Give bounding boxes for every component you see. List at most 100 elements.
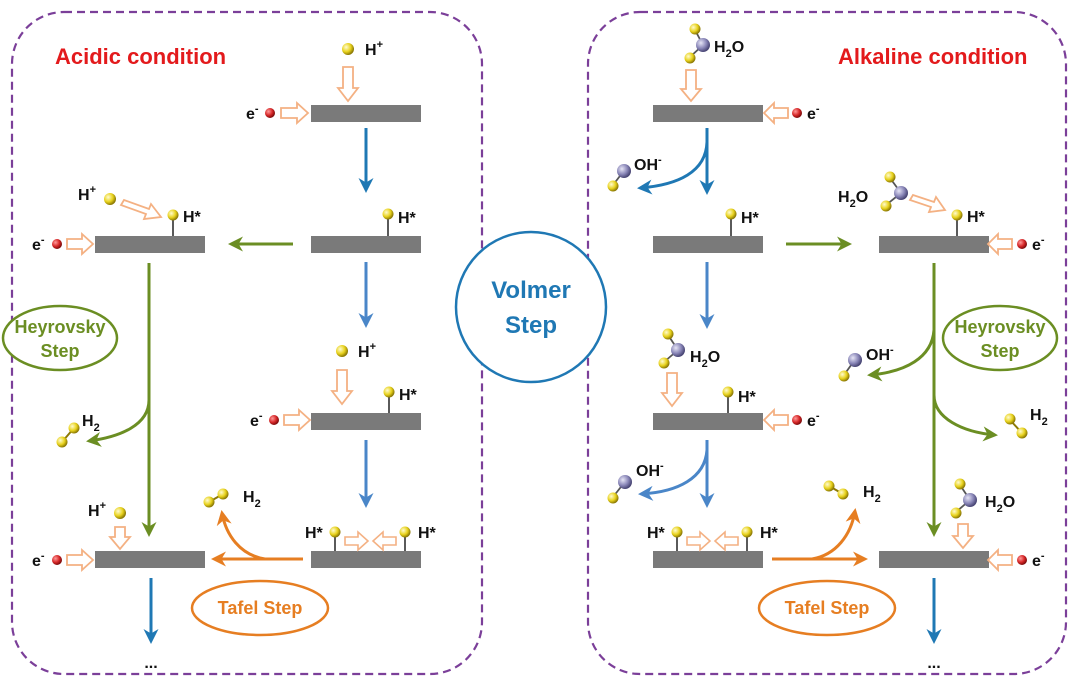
adsorbed-hydrogen [399,526,411,538]
svg-text:Step: Step [40,341,79,361]
acidic-title: Acidic condition [55,44,226,69]
hydroxide-ion: OH- [607,154,662,192]
h2-release-arrow [216,510,266,561]
hstar-label: H* [399,387,418,404]
svg-text:Volmer: Volmer [491,277,571,304]
hollow-arrow-right [66,231,95,257]
hstar-label: H* [647,525,666,542]
volmer-step-badge: Volmer Step [454,230,608,384]
acidic-surface-5 [95,236,205,253]
hollow-arrow-down [660,372,684,408]
acidic-surface-3 [311,413,421,430]
hstar-label: H* [738,389,757,406]
adsorbed-hydrogen [329,526,341,538]
hollow-arrow-left [762,407,789,433]
svg-text:H2O: H2O [838,189,868,210]
svg-text:H+: H+ [365,39,383,59]
hydroxide-ion: OH- [838,344,894,382]
hstar-label: H* [183,209,202,226]
ellipsis: ... [144,655,157,672]
adsorbed-hydrogen [741,526,753,538]
svg-text:OH-: OH- [636,460,664,480]
water-molecule: H2O [658,328,720,370]
heyrovsky-step-badge-acidic: Heyrovsky Step [1,304,119,372]
svg-text:H2O: H2O [714,39,744,60]
hollow-arrow-down [336,66,360,103]
svg-text:e-: e- [1032,234,1045,254]
ellipsis: ... [927,655,940,672]
acidic-surface-4 [311,551,421,568]
alkaline-surface-3 [653,413,763,430]
svg-text:H2: H2 [1030,407,1048,428]
hollow-arrow-down [951,523,975,550]
adsorbed-hydrogen [671,526,683,538]
hstar-label: H* [398,210,417,227]
water-molecule: H2O [838,171,908,212]
hollow-arrow-right [686,530,712,552]
svg-text:e-: e- [807,410,820,430]
water-molecule: H2O [684,23,744,64]
alkaline-surface-2 [653,236,763,253]
svg-text:Heyrovsky: Heyrovsky [954,317,1045,337]
svg-text:H2O: H2O [985,494,1015,515]
proton: H+ [342,39,383,59]
electron: e- [792,410,820,430]
hstar-label: H* [305,525,324,542]
svg-text:e-: e- [246,103,259,123]
h2-release-arrow [86,399,151,447]
hydrogen-molecule: H2 [203,488,261,510]
hollow-arrow-left [713,530,739,552]
hstar-label: H* [967,209,986,226]
svg-text:e-: e- [32,550,45,570]
hollow-arrow-left [762,100,789,126]
hydrogen-molecule: H2 [1004,407,1048,439]
svg-text:H2: H2 [863,484,881,505]
svg-text:H+: H+ [358,341,376,361]
proton: H+ [336,341,376,361]
svg-text:Heyrovsky: Heyrovsky [14,317,105,337]
alkaline-surface-4 [653,551,763,568]
hollow-arrow-down [108,526,132,551]
svg-text:e-: e- [250,410,263,430]
hydroxide-release-arrow [637,141,709,195]
svg-text:OH-: OH- [634,154,662,174]
hydroxide-release-arrow [638,449,709,501]
hollow-arrow-left [986,231,1013,257]
svg-text:OH-: OH- [866,344,894,364]
svg-text:e-: e- [807,103,820,123]
hollow-arrow-right [280,100,310,126]
hstar-label: H* [418,525,437,542]
svg-text:e-: e- [32,234,45,254]
hollow-arrow-down [679,69,703,103]
electron: e- [246,103,275,123]
hollow-arrow-left [371,530,397,552]
hstar-label: H* [741,210,760,227]
alkaline-title: Alkaline condition [838,44,1027,69]
tafel-step-badge-acidic: Tafel Step [190,579,330,637]
hydrogen-molecule: H2 [823,480,881,505]
svg-text:H2O: H2O [690,349,720,370]
svg-text:H+: H+ [88,500,106,520]
svg-text:Tafel Step: Tafel Step [785,598,870,618]
h2-release-arrow [932,394,998,442]
adsorbed-hydrogen [383,386,395,398]
hollow-arrow-down [330,369,354,406]
alkaline-surface-5 [879,236,989,253]
svg-text:e-: e- [1032,550,1045,570]
hollow-arrow-diagonal [119,198,163,221]
proton: H+ [78,184,116,205]
svg-text:Tafel Step: Tafel Step [218,598,303,618]
electron: e- [32,550,62,570]
svg-text:Step: Step [505,312,557,339]
svg-text:Step: Step [980,341,1019,361]
svg-text:H+: H+ [78,184,96,204]
adsorbed-hydrogen [951,209,963,221]
h2-release-arrow [811,508,861,561]
hollow-arrow-diagonal [908,193,947,214]
hydrogen-molecule: H2 [56,413,100,448]
tafel-step-badge-alkaline: Tafel Step [757,579,897,637]
adsorbed-hydrogen [382,208,394,220]
hollow-arrow-right [344,530,370,552]
hydroxide-ion: OH- [607,460,664,504]
